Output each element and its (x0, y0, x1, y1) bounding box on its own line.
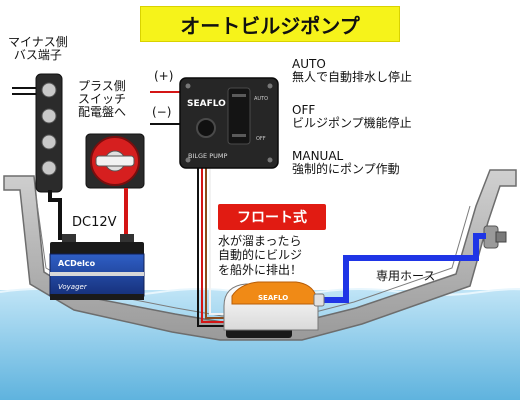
bus-terminal (41, 134, 57, 150)
float-type-badge: フロート式 (218, 204, 326, 230)
off-mode-desc: ビルジポンプ機能停止 (292, 116, 412, 131)
battery-brand: ACDelco (58, 259, 96, 268)
plus-side-label-line: スイッチ (78, 92, 127, 107)
manual-mode-note: MANUAL 強制的にポンプ作動 (292, 149, 400, 177)
panel-fuse-knob (196, 118, 216, 138)
battery-terminal-pos (120, 234, 134, 244)
battery-switch-handle (95, 155, 135, 167)
bus-terminal (41, 160, 57, 176)
pump-wire-brown (205, 168, 228, 319)
plus-side-label-line: プラス側 (78, 79, 126, 93)
thru-hull-outlet (495, 231, 507, 243)
rocker-switch (227, 87, 251, 145)
pump-wire-white (209, 168, 228, 315)
auto-mode-title: AUTO (292, 57, 326, 71)
plus-side-label: プラス側 スイッチ 配電盤へ (78, 79, 127, 120)
pump-wire-black (197, 168, 228, 327)
panel-screw (185, 157, 191, 163)
minus-bus-label-line: バス端子 (13, 48, 62, 63)
hose-label: 専用ホース (376, 269, 436, 283)
pump-outlet (313, 293, 325, 307)
battery-model: Voyager (58, 283, 88, 291)
title-banner: オートビルジポンプ (140, 6, 400, 42)
rocker-indicator (232, 134, 246, 137)
float-type-badge-text: フロート式 (237, 210, 307, 226)
manual-mode-title: MANUAL (292, 149, 344, 163)
manual-mode-desc: 強制的にポンプ作動 (292, 162, 400, 177)
page-title: オートビルジポンプ (180, 13, 360, 38)
panel-caption: BILGE PUMP (188, 152, 227, 160)
battery-base (50, 294, 144, 300)
panel-switch-bottom-label: OFF (256, 136, 266, 142)
off-mode-note: OFF ビルジポンプ機能停止 (292, 103, 412, 131)
panel-screw (267, 157, 273, 163)
pump-brand: SEAFLO (258, 294, 288, 302)
bus-terminal (41, 108, 57, 124)
auto-mode-note: AUTO 無人で自動排水し停止 (292, 57, 413, 85)
negative-wire (48, 190, 62, 240)
water-description-line: 水が溜まったら (218, 234, 302, 248)
panel-screw (267, 83, 273, 89)
auto-mode-desc: 無人で自動排水し停止 (292, 70, 413, 85)
rocker-indicator (232, 94, 246, 97)
discharge-hose (318, 233, 486, 303)
battery-terminal-neg (62, 234, 76, 244)
panel-brand: SEAFLO (187, 99, 226, 109)
water-description: 水が溜まったら 自動的にビルジ を船外に排出！ (218, 234, 302, 277)
panel-switch-top-label: AUTO (254, 96, 268, 102)
water-description-line: を船外に排出！ (218, 262, 303, 277)
bus-terminal (41, 82, 57, 98)
off-mode-title: OFF (292, 103, 316, 117)
water-description-line: 自動的にビルジ (218, 248, 303, 263)
plus-sign: (+) (154, 69, 174, 83)
dc12v-label: DC12V (72, 215, 117, 230)
minus-bus-label: マイナス側 バス端子 (8, 35, 68, 63)
minus-bus-label-line: マイナス側 (8, 35, 68, 49)
battery-case-top (50, 242, 144, 256)
minus-sign: (−) (152, 105, 172, 119)
battery-stripe (50, 272, 144, 276)
panel-screw (185, 83, 191, 89)
boat-hull (3, 169, 517, 341)
plus-side-label-line: 配電盤へ (78, 105, 127, 120)
pump-wire-red (201, 168, 228, 323)
